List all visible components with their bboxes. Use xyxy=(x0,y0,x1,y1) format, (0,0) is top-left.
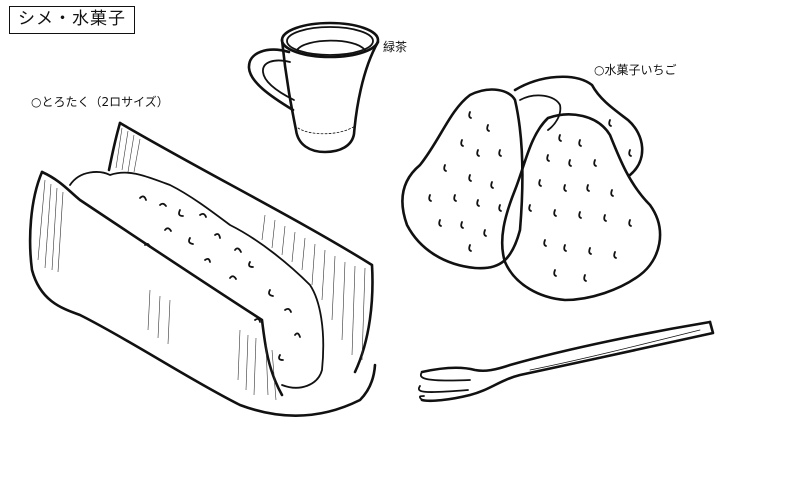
fork-illustration xyxy=(418,320,715,403)
strawberry-label: ○水菓子いちご xyxy=(594,63,677,77)
page-title: シメ・水菓子 xyxy=(9,6,135,34)
strawberries-illustration xyxy=(401,75,662,302)
green-tea-label: 緑茶 xyxy=(383,40,408,54)
torotaku-label: ○とろたく（2ロサイズ） xyxy=(31,95,169,109)
tea-cup-illustration xyxy=(247,21,380,154)
torotaku-illustration xyxy=(28,121,377,417)
